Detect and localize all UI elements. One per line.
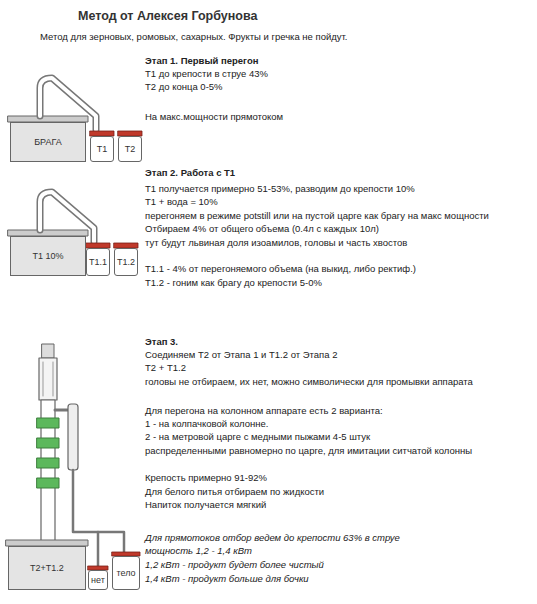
note-line: Т1.1 - 4% от перегоняемого объема (на вы… [145,263,416,275]
note-line: 1,2 кВт - продукт будет более чистый [145,559,324,571]
note-line: головы не отбираем, их нет, можно символ… [145,376,473,388]
note-line: Отбираем 4% от общего объема (0.4л с каж… [145,223,379,235]
note-line: распределенными равномерно по царге, для… [145,445,472,457]
note-line: Т1.2 - гоним как брагу до крепости 5-0% [145,277,322,289]
note-line: Соединяем Т2 от Этапа 1 и Т1.2 от Этапа … [145,349,337,361]
note-line: Для белого питья отбираем по жидкости [145,486,324,498]
note-line: Т1 до крепости в струе 43% [145,68,268,80]
node-text: T1.2 [117,257,135,267]
note-line: Напиток получается мягкий [145,499,266,511]
receiver-jar: тело [112,556,140,590]
note-line: Крепость примерно 91-92% [145,472,267,484]
receiver-jar: T1.2 [114,248,138,276]
node-text: T1 [97,144,108,154]
receiver-jar: T1.1 [86,248,110,276]
note-line: На макс.мощности прямотоком [145,111,283,123]
note-line: 1,4 кВт - продукт больше для бочки [145,573,309,585]
boiler-pot: T1 10% [10,236,86,276]
node-text: T1 10% [32,251,63,261]
stage-heading: Этап 1. Первый перегон [145,55,258,67]
note-line: тут будут львиная доля изоамилов, головы… [145,237,407,249]
note-line: Т1 + вода = 10% [145,196,218,208]
node-text: T1.1 [89,257,107,267]
receiver-jar: T2 [118,136,142,162]
note-line: перегоняем в режиме potstill или на пуст… [145,210,489,222]
stage-heading: Этап 3. [145,336,178,348]
node-text: T2+T1.2 [30,563,64,573]
note-line: Т2 до конца 0-5% [145,81,223,93]
node-text: нет [91,575,105,585]
note-line: Т1 получается примерно 51-53%, разводим … [145,183,415,195]
node-text: тело [116,568,135,578]
node-text: БРАГА [34,137,62,147]
diagram-title: Метод от Алексея Горбунова [78,9,257,23]
node-text: T2 [125,144,136,154]
boiler-pot: T2+T1.2 [8,546,86,590]
boiler-pot: БРАГА [10,122,86,162]
note-line: 2 - на метровой царге с медными пыжами 4… [145,431,370,443]
note-line: Метод для зерновых, ромовых, сахарных. Ф… [40,31,348,43]
note-line: Для прямотоков отбор ведем до крепости 6… [145,532,400,544]
note-line: Т2 + Т1.2 [145,362,186,374]
receiver-jar: нет [88,570,108,590]
note-line: мощность 1,2 - 1,4 кВт [145,545,252,557]
note-line: Для перегона на колонном аппарате есть 2… [145,405,383,417]
receiver-jar: T1 [90,136,114,162]
stage-heading: Этап 2. Работа с Т1 [145,167,235,179]
note-line: 1 - на колпачковой колонне. [145,418,268,430]
